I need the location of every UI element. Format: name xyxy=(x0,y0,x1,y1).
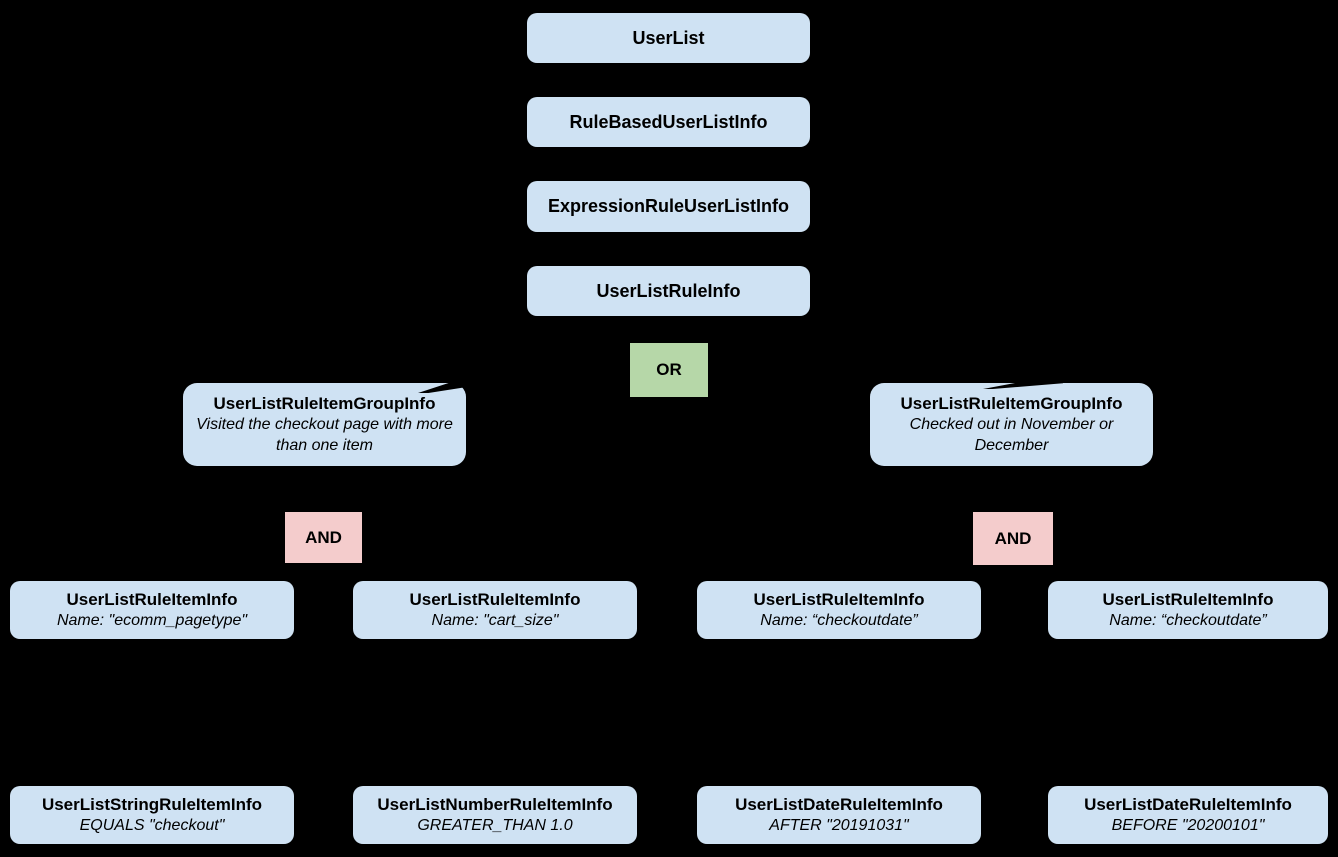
group-node-right-description: Checked out in November or December xyxy=(909,416,1114,454)
group-node-right: UserListRuleItemGroupInfo Checked out in… xyxy=(870,383,1153,466)
rule-item-node-ecomm-pagetype: UserListRuleItemInfo Name: "ecomm_pagety… xyxy=(10,581,294,639)
node-expressionruleuserlistinfo: ExpressionRuleUserListInfo xyxy=(527,181,810,232)
operand-title: UserListDateRuleItemInfo xyxy=(735,795,943,814)
operand-node-number-greater-than: UserListNumberRuleItemInfo GREATER_THAN … xyxy=(353,786,637,844)
operand-title: UserListNumberRuleItemInfo xyxy=(377,795,613,814)
group-node-right-title: UserListRuleItemGroupInfo xyxy=(900,394,1123,413)
node-userlist: UserList xyxy=(527,13,810,63)
operand-description: GREATER_THAN 1.0 xyxy=(417,817,573,834)
operand-node-string-equals: UserListStringRuleItemInfo EQUALS "check… xyxy=(10,786,294,844)
rule-item-description: Name: "cart_size" xyxy=(431,612,559,629)
group-node-left: UserListRuleItemGroupInfo Visited the ch… xyxy=(183,383,466,466)
rule-item-description: Name: “checkoutdate” xyxy=(1109,612,1267,629)
operand-node-date-before: UserListDateRuleItemInfo BEFORE "2020010… xyxy=(1048,786,1328,844)
node-userlistruleinfo: UserListRuleInfo xyxy=(527,266,810,316)
rule-item-title: UserListRuleItemInfo xyxy=(409,590,581,609)
rule-item-description: Name: "ecomm_pagetype" xyxy=(56,612,248,629)
rule-item-node-cart-size: UserListRuleItemInfo Name: "cart_size" xyxy=(353,581,637,639)
rule-item-description: Name: “checkoutdate” xyxy=(760,612,918,629)
and-operator-badge-right: AND xyxy=(973,512,1053,565)
operand-node-date-after: UserListDateRuleItemInfo AFTER "20191031… xyxy=(697,786,981,844)
and-operator-badge-left: AND xyxy=(285,512,362,563)
operand-description: BEFORE "20200101" xyxy=(1111,817,1265,834)
node-rulebaseduserlistinfo: RuleBasedUserListInfo xyxy=(527,97,810,147)
group-node-left-title: UserListRuleItemGroupInfo xyxy=(213,394,436,413)
group-node-left-description: Visited the checkout page with more than… xyxy=(196,416,453,454)
operand-description: AFTER "20191031" xyxy=(769,817,909,834)
node-expressionruleuserlistinfo-label: ExpressionRuleUserListInfo xyxy=(547,196,790,216)
operand-title: UserListDateRuleItemInfo xyxy=(1084,795,1292,814)
rule-item-title: UserListRuleItemInfo xyxy=(66,590,238,609)
rule-item-title: UserListRuleItemInfo xyxy=(1102,590,1274,609)
rule-item-node-checkoutdate-1: UserListRuleItemInfo Name: “checkoutdate… xyxy=(697,581,981,639)
operand-title: UserListStringRuleItemInfo xyxy=(41,795,263,814)
or-operator-badge: OR xyxy=(630,343,708,397)
operand-description: EQUALS "checkout" xyxy=(79,817,225,834)
node-userlistruleinfo-label: UserListRuleInfo xyxy=(596,280,741,301)
node-rulebaseduserlistinfo-label: RuleBasedUserListInfo xyxy=(569,111,768,132)
rule-item-title: UserListRuleItemInfo xyxy=(753,590,925,609)
rule-item-node-checkoutdate-2: UserListRuleItemInfo Name: “checkoutdate… xyxy=(1048,581,1328,639)
node-userlist-label: UserList xyxy=(632,27,705,48)
